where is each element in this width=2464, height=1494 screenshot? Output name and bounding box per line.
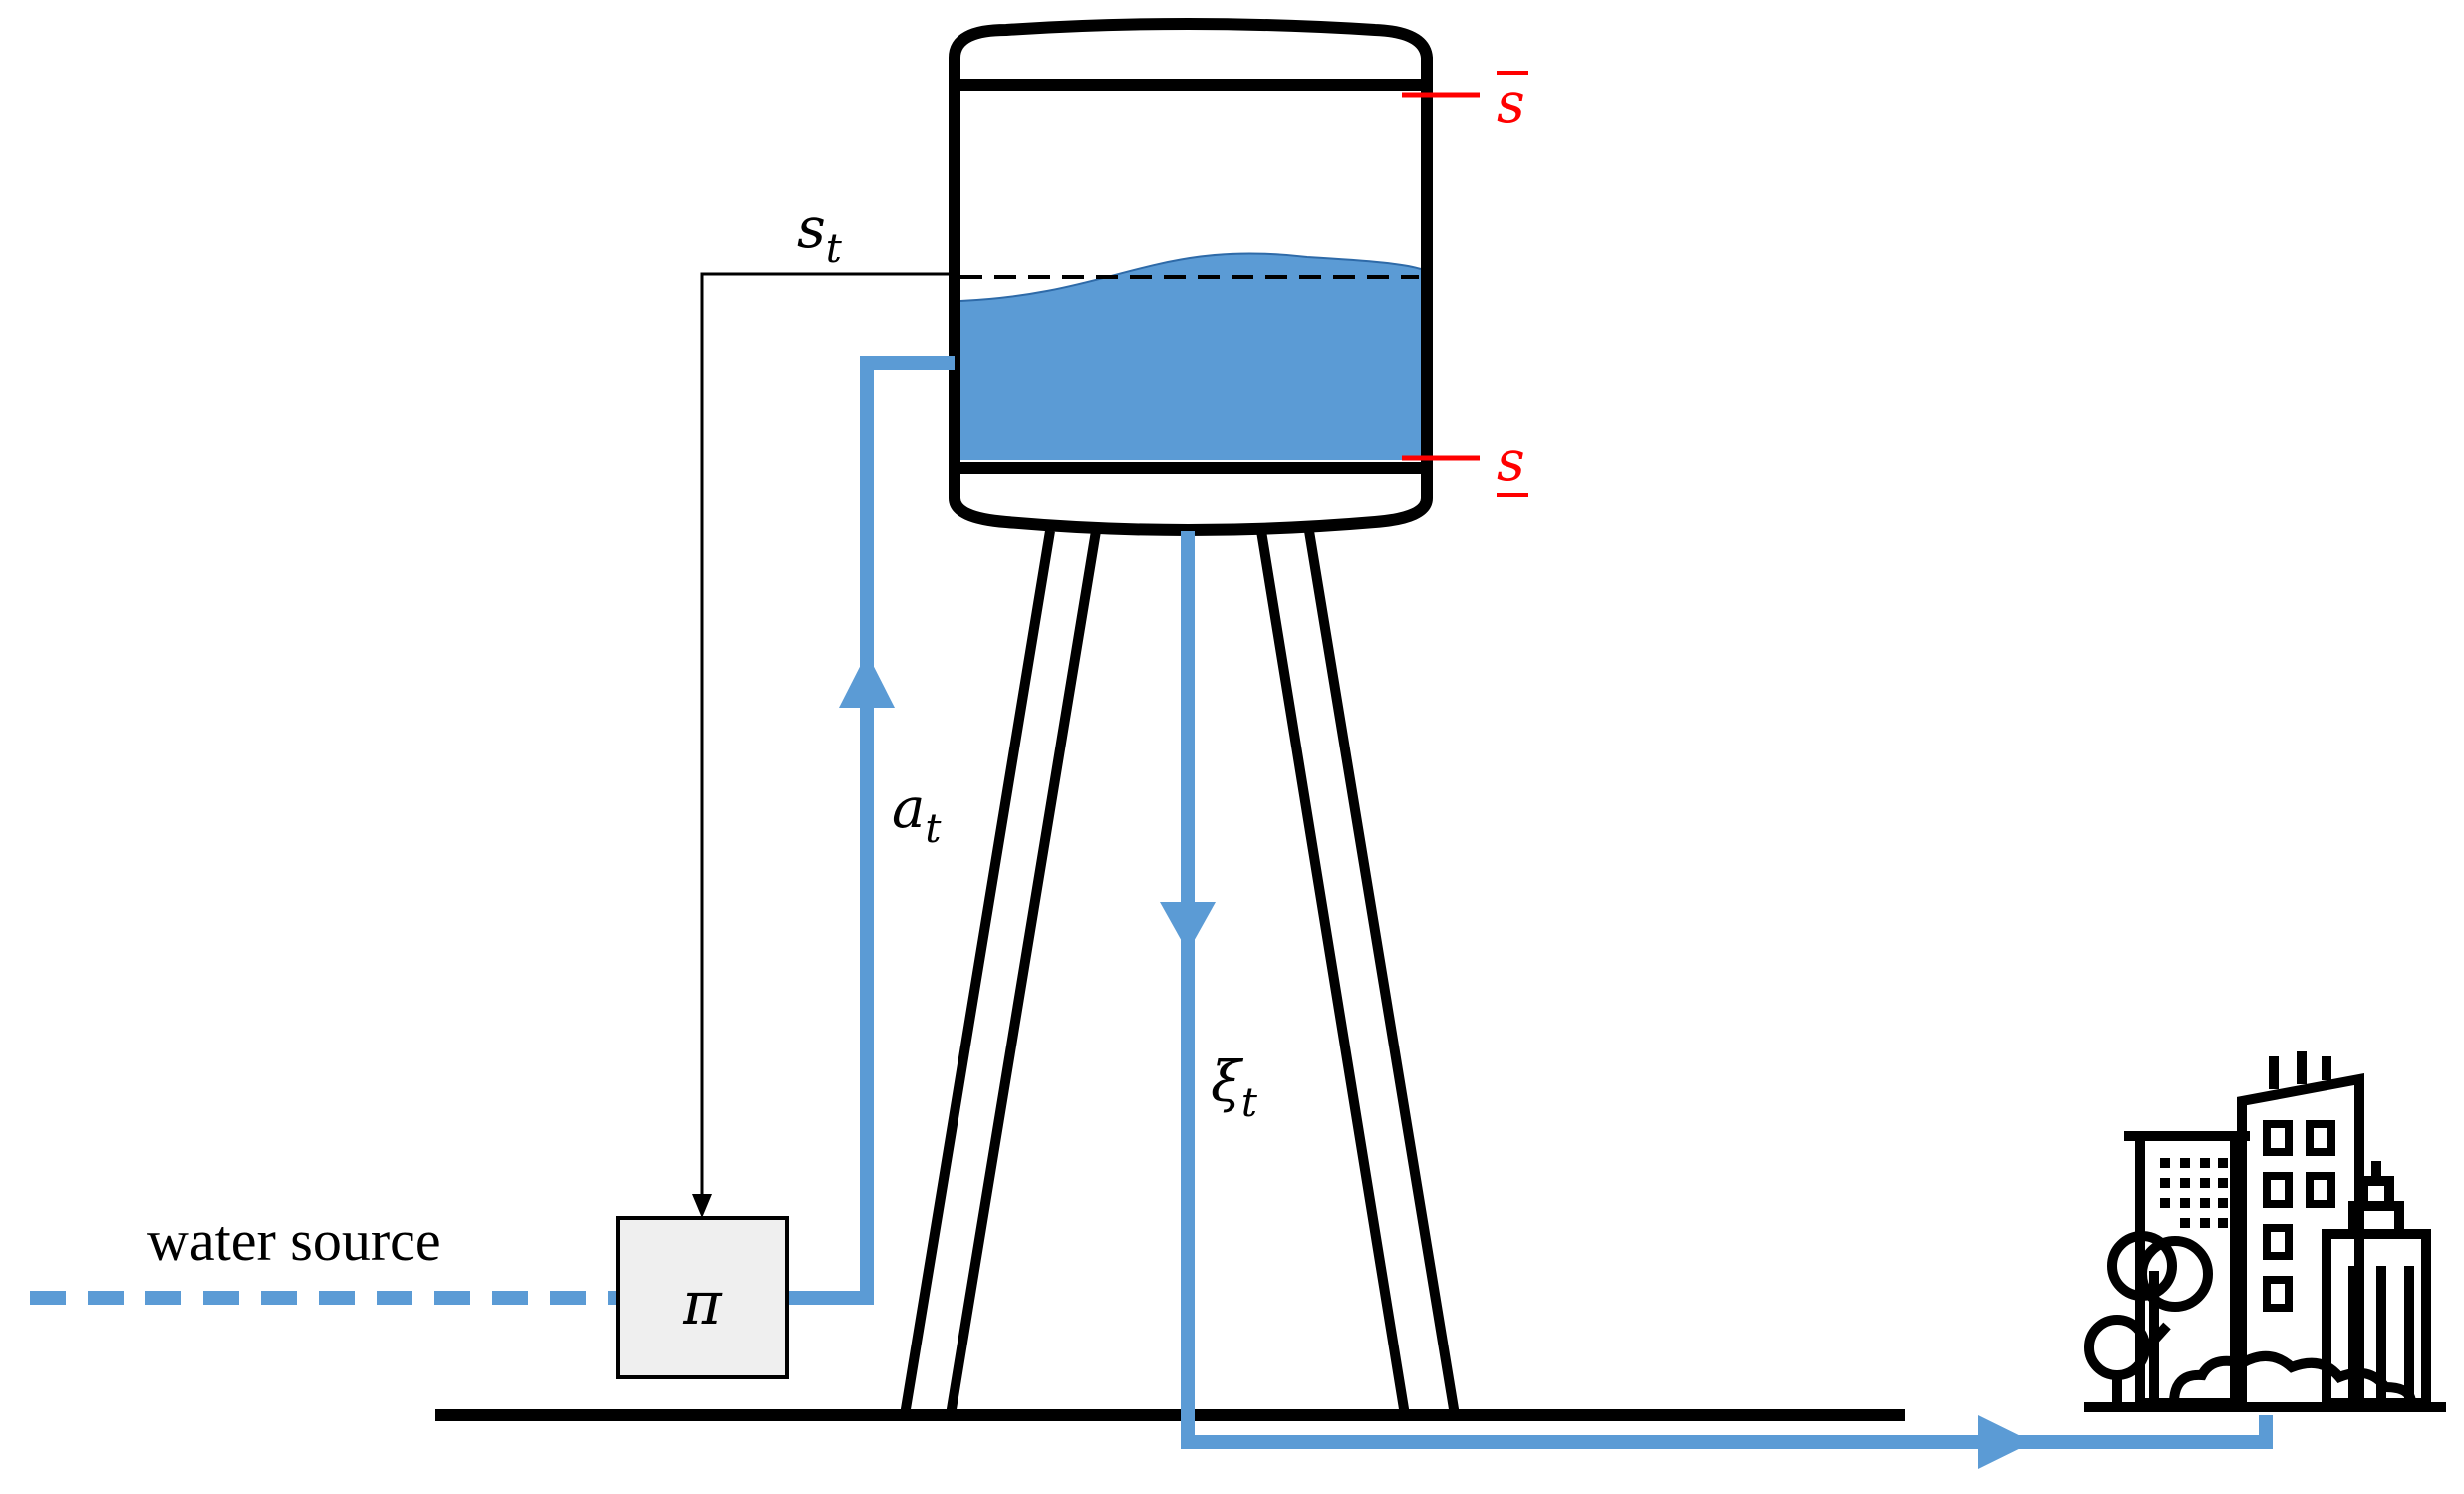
- tank-body: [949, 18, 1433, 536]
- state-subscript: t: [826, 226, 843, 272]
- water-source-label: water source: [147, 1208, 441, 1273]
- demand-subscript: t: [1241, 1080, 1258, 1126]
- water-surface-line: [959, 252, 1422, 302]
- action-arrow-icon: [839, 653, 895, 708]
- city-tall-windows: [2263, 1120, 2335, 1312]
- demand-down-arrow-icon: [1160, 902, 1216, 952]
- upper-bound-label: s: [1497, 71, 1525, 136]
- state-label: st: [797, 196, 843, 272]
- tank-water: [960, 253, 1421, 460]
- demand-symbol: ξ: [1211, 1050, 1244, 1115]
- demand-pipe: [1181, 531, 2273, 1449]
- lower-bound-label: s: [1497, 430, 1525, 494]
- city-windows: [2160, 1158, 2228, 1228]
- policy-label: π: [682, 1269, 723, 1339]
- demand-label: ξt: [1211, 1050, 1258, 1126]
- action-pipe: [787, 356, 955, 1305]
- state-feedback-arrow-icon: [692, 1194, 712, 1218]
- policy-box: [616, 1216, 789, 1379]
- demand-right-arrow-icon: [1978, 1415, 2033, 1469]
- tower-legs: [900, 530, 1460, 1416]
- state-feedback-line: [700, 272, 960, 1201]
- city-icon: [2084, 1051, 2446, 1412]
- action-symbol: a: [892, 776, 925, 841]
- state-symbol: s: [797, 196, 826, 261]
- action-subscript: t: [925, 806, 942, 852]
- action-label: at: [892, 776, 942, 852]
